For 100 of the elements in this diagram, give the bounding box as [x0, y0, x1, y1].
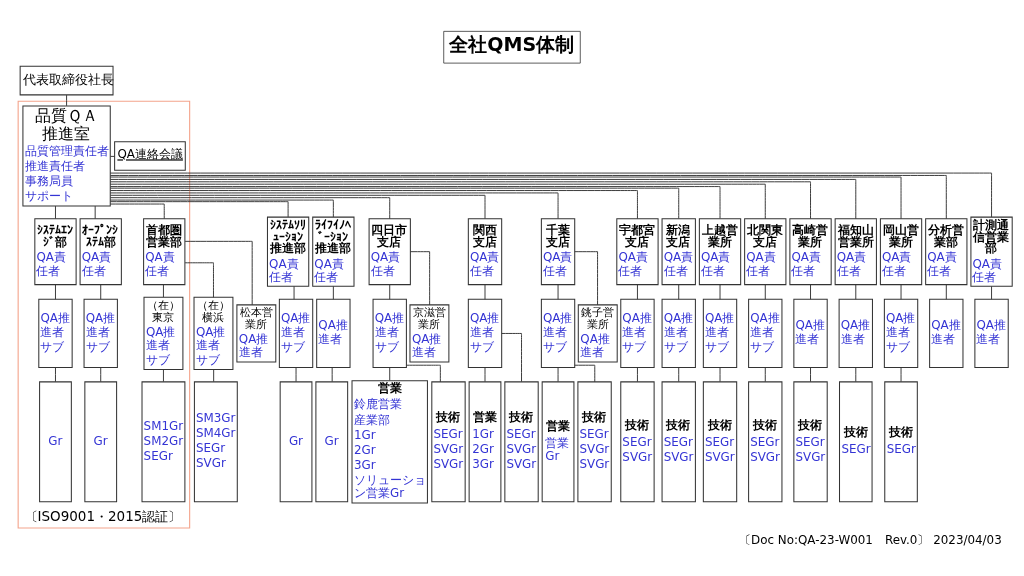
diagram-title: 全社QMS体制 [449, 33, 575, 56]
node-box: 松本営業所 QA推進者 [236, 304, 277, 363]
connector [109, 192, 559, 219]
connector [406, 364, 441, 383]
node-box: QA連絡会議 [114, 141, 186, 171]
connector [109, 199, 334, 218]
node-box: QA推進者 サブ [620, 298, 655, 369]
connector [855, 284, 857, 300]
node-box: SM3Gr SM4Gr SEGr SVGr [193, 381, 238, 503]
connector [855, 367, 857, 383]
node-box: 銚子営業所 QA推進者 [577, 304, 618, 363]
connector [719, 284, 721, 300]
node-box: Gr [84, 381, 118, 503]
connector [810, 284, 811, 300]
node-box: QA推進者 サブ [278, 298, 314, 369]
connector [574, 251, 599, 306]
connector [991, 285, 993, 300]
connector [100, 284, 102, 300]
node-box: 品質ＱＡ推進室 品質管理責任者 推進責任者 事務局員 サポート [22, 105, 111, 207]
connector [55, 205, 56, 220]
connector [109, 203, 165, 220]
connector [678, 284, 680, 300]
node-box: Gr [279, 381, 313, 503]
connector [945, 284, 947, 300]
node-box: 技術 SEGr [839, 381, 873, 503]
node-box: 計測通信営業部 QA責任者 [970, 216, 1013, 287]
node-box: 代表取締役社長 [19, 65, 114, 96]
node-box: SM1Gr SM2Gr SEGr [141, 381, 186, 503]
connector [332, 285, 334, 300]
connector [764, 367, 766, 383]
connector [501, 332, 522, 383]
node-box: QA推進者 サブ [83, 298, 118, 369]
connector [810, 367, 811, 383]
connector [110, 155, 115, 157]
node-box: 技術 SEGr SVGr [748, 381, 783, 503]
connector [55, 284, 56, 300]
connector [55, 367, 56, 383]
node-box: 技術 SEGr SVGr [702, 381, 738, 503]
node-box: QA推進者 [838, 298, 873, 369]
node-box: 福知山営業所 QA責任者 [834, 218, 877, 286]
node-box: 新潟支店 QA責任者 [661, 218, 696, 286]
node-box: QA推進者 サブ [467, 298, 503, 369]
label: 2023/04/03 [933, 532, 1002, 547]
connector [331, 367, 333, 383]
node-box: QA推進者 [929, 298, 964, 369]
connector [110, 194, 486, 220]
node-box: 関西支店 QA責任者 [467, 218, 503, 286]
node-box: 営業 1Gr 2Gr 3Gr [468, 381, 502, 503]
node-box: QA推進者 [793, 298, 828, 369]
node-box: QA推進者 サブ [661, 298, 696, 369]
connector [162, 369, 164, 383]
node-box: 北関東支店 QA責任者 [744, 218, 787, 286]
node-box: （在）東京 QA推進者 サブ [143, 296, 184, 371]
connector [100, 367, 102, 383]
node-box: 技術 SEGr SVGr SVGr [577, 381, 612, 503]
node-box: 京滋営業所 QA推進者 [409, 304, 450, 363]
connector [557, 367, 559, 383]
connector [110, 197, 391, 220]
node-box: QA推進者 サブ [372, 298, 407, 369]
connector [574, 364, 596, 383]
node-box: Gr [39, 381, 72, 503]
connector [484, 284, 486, 300]
node-box: 技術 SEGr SVGr SVGr [504, 381, 539, 503]
node-box: QA推進者 サブ [702, 298, 738, 369]
connector [389, 367, 391, 381]
node-box: 千葉支店 QA責任者 [540, 218, 576, 286]
node-box: 技術 SEGr SVGr [620, 381, 655, 503]
node-box: 高崎営業所 QA責任者 [789, 218, 832, 286]
node-box: 宇都宮支店 QA責任者 [616, 218, 659, 286]
node-box: 営業 鈴鹿営業 産業部 1Gr 2Gr 3Gr ソリューション営業Gr [351, 380, 428, 504]
connector [636, 284, 638, 300]
node-box: （在）横浜 QA推進者 サブ [193, 296, 234, 371]
connector [109, 201, 289, 218]
node-box: ﾗｲﾌｲﾉﾍﾞｰｼｮﾝ推進部 QA責任者 [312, 216, 355, 287]
connector [293, 285, 295, 300]
connector [557, 284, 559, 300]
connector [409, 251, 431, 306]
node-box: QA推進者 [974, 298, 1009, 369]
connector [719, 367, 721, 383]
connector [900, 367, 902, 383]
connector [484, 367, 486, 383]
connector [184, 262, 214, 298]
connector [162, 284, 164, 298]
connector [184, 240, 253, 306]
connector [678, 367, 680, 383]
connector [636, 367, 638, 383]
node-box: 技術 SEGr SVGr [661, 381, 696, 503]
connector [213, 369, 215, 383]
node-box: 上越営業所 QA責任者 [698, 218, 742, 286]
node-box: 分析営業部 QA責任者 [925, 218, 968, 286]
connector [764, 284, 766, 300]
node-box: 技術 SEGr [884, 381, 918, 503]
connector [109, 190, 638, 220]
node-box: Gr [315, 381, 349, 503]
node-box: 岡山営業所 QA責任者 [879, 218, 923, 286]
connector [94, 205, 96, 220]
node-box: ｼｽﾃﾑｿﾘｭｰｼｮﾝ推進部 QA責任者 [266, 216, 310, 287]
connector [66, 94, 68, 107]
node-box: 営業 営業Gr [541, 381, 575, 503]
node-box: ｼｽﾃﾑｴﾝｼﾞ部 QA責任者 [34, 218, 77, 286]
